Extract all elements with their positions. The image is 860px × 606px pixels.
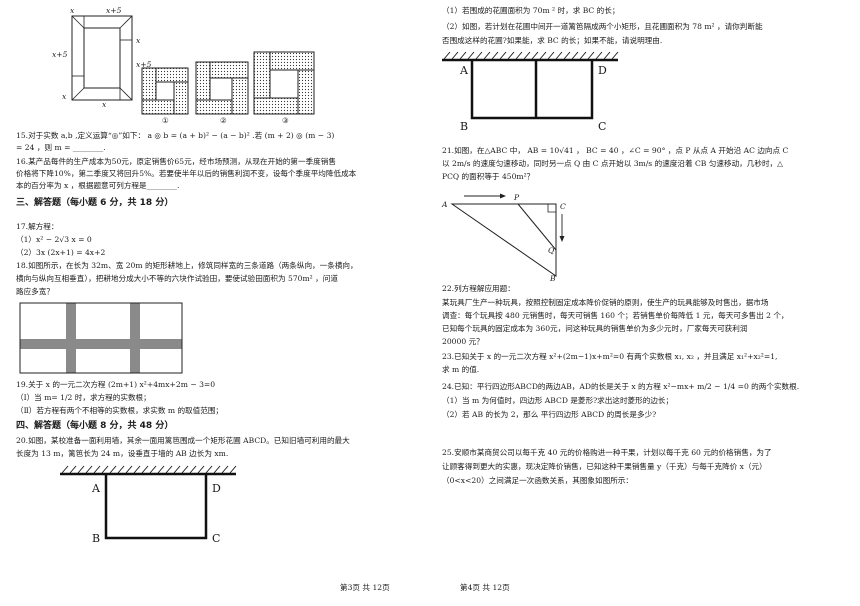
dim-x-right: x bbox=[136, 36, 141, 45]
q15-line1: 15.对于实数 a,b ,定义运算“◎”如下： a ◎ b = (a + b)²… bbox=[16, 131, 335, 140]
dim-x-left-bottom: x bbox=[62, 92, 67, 101]
fig20b-label-c: C bbox=[598, 120, 607, 133]
q22-line3: 已知每个玩具的固定成本为 360元，问这种玩具的销售单价为多少元时，厂家每天可获… bbox=[442, 324, 748, 333]
page-footer-left: 第3页 共 12页 bbox=[340, 583, 390, 592]
dim-x-top-left: x bbox=[70, 6, 75, 15]
q22-line1: 某玩具厂生产一种玩具，按照控制固定成本降价促销的原则，使生产的玩具能够及时售出，… bbox=[442, 298, 769, 307]
fig21-label-b: B bbox=[550, 274, 556, 283]
q17-part2: （2）3x (2x+1) = 4x+2 bbox=[16, 248, 106, 257]
square-figure bbox=[71, 15, 133, 101]
dim-x5-right: x+5 bbox=[136, 60, 152, 69]
dim-x5-top: x+5 bbox=[106, 6, 122, 15]
q16-line2: 价格将下降10%，第二季度又将回升5%。若要使半年以后的销售利润不变，设每个季度… bbox=[16, 169, 357, 178]
q24-part2: （2）若 AB 的长为 2，那么 平行四边形 ABCD 的周长是多少? bbox=[442, 410, 657, 419]
triangle-figure bbox=[450, 193, 565, 277]
grid-figures bbox=[141, 51, 315, 115]
q24-line1: 24.已知：平行四边形ABCD的两边AB，AD的长是关于 x 的方程 x²−mx… bbox=[442, 382, 800, 391]
fig20b-label-b: B bbox=[460, 120, 469, 133]
q22-line4: 20000 元？ bbox=[442, 337, 484, 346]
q22-line2: 调查：每个玩具按 480 元销售时，每天可销售 160 个；若销售单价每降低 1… bbox=[442, 311, 789, 320]
q19-part1: （Ⅰ）当 m= 1/2 时，求方程的实数根； bbox=[16, 393, 151, 402]
q18-line3: 路应多宽？ bbox=[16, 287, 54, 296]
fig20b-label-a: A bbox=[460, 64, 468, 77]
q23-line1: 23.已知关于 x 的一元二次方程 x²+(2m−1)x+m²=0 有两个实数根… bbox=[442, 352, 778, 361]
q20-part1: （1）若围成的花圃面积为 70m ² 时，求 BC 的长； bbox=[442, 6, 620, 15]
q23-line2: 求 m 的值. bbox=[442, 365, 480, 374]
dim-x5-left: x+5 bbox=[52, 50, 68, 59]
q21-line2: 以 2m/s 的速度匀速移动，同时另一点 Q 由 C 点开始以 3m/s 的速度… bbox=[442, 159, 783, 168]
fig20-label-b: B bbox=[92, 532, 101, 545]
q25-line2: 让顾客得到更大的实惠，现决定降价销售，已知这种干果销售量 y（千克）与每千克降价… bbox=[442, 462, 767, 471]
page-footer-right: 第4页 共 12页 bbox=[460, 583, 510, 592]
fig-label-3: ③ bbox=[282, 116, 289, 125]
q17-part1: （1）x² − 2√3 x = 0 bbox=[16, 235, 92, 244]
q21-line3: PCQ 的面积等于 450m²？ bbox=[442, 172, 535, 181]
section-3-heading: 三、解答题（每小题 6 分，共 18 分） bbox=[16, 198, 174, 208]
section-4-heading: 四、解答题（每小题 8 分，共 48 分） bbox=[16, 421, 174, 431]
q20-part2-line2: 否围成这样的花圃?如果能，求 BC 的长；如果不能，请说明理由. bbox=[442, 36, 663, 45]
q18-line1: 18.如图所示，在长为 32m、宽 20m 的矩形耕地上，修筑同样宽的三条道路（… bbox=[16, 261, 358, 270]
fig21-label-p: P bbox=[514, 193, 520, 202]
fig-label-1: ① bbox=[162, 116, 169, 125]
dim-x-bottom: x bbox=[102, 100, 107, 109]
q21-line1: 21.如图，在△ABC 中， AB = 10√41 ， BC = 40 ，∠C … bbox=[442, 146, 789, 155]
fig20-label-c: C bbox=[212, 532, 221, 545]
q25-line1: 25.安顺市某商贸公司以每千克 40 元的价格购进一种干果，计划以每千克 60 … bbox=[442, 448, 772, 457]
q16-line1: 16.某产品每件的生产成本为50元，原定销售价65元，经市场预测，从现在开始的第… bbox=[16, 157, 336, 166]
fig20b-label-d: D bbox=[598, 64, 607, 77]
q20-line2: 长度为 13 m，篱笆长为 24 m，设垂直于墙的 AB 边长为 xm. bbox=[16, 449, 229, 458]
q24-part1: （1）当 m 为何值时，四边形 ABCD 是菱形?求出这时菱形的边长； bbox=[442, 396, 674, 405]
q19-part2: （Ⅱ）若方程有两个不相等的实数根，求实数 m 的取值范围； bbox=[16, 406, 224, 415]
q20-line1: 20.如图，某校准备一面利用墙，其余一面用篱笆围成一个矩形花圃 ABCD。已知旧… bbox=[16, 436, 350, 445]
field-roads-figure bbox=[19, 302, 183, 374]
q15-line2: = 24 ，则 m = ________. bbox=[16, 143, 106, 152]
fig21-label-c: C bbox=[560, 202, 566, 211]
left-page: x x+5 x+5 x x+5 x x ① ② ③ 15.对于 bbox=[12, 0, 422, 606]
q16-line3: 本的百分率为 x ，根据题意可列方程是________. bbox=[16, 181, 180, 190]
q22-title: 22.列方程解应用题： bbox=[442, 284, 515, 293]
fig21-label-q: Q bbox=[548, 246, 555, 255]
fig20-label-a: A bbox=[92, 482, 100, 495]
q20-part2-line1: （2）如图，若计划在花圃中间开一道篱笆隔成两个小矩形，且花圃面积为 78 m² … bbox=[442, 22, 763, 31]
garden-figure-left bbox=[60, 465, 237, 540]
q25-line3: （0<x<20）之间满足一次函数关系，其图象如图所示： bbox=[442, 476, 633, 485]
garden-figure-right bbox=[442, 51, 619, 120]
q18-line2: 横向与纵向互相垂直），把耕地分成大小不等的六块作试验田，要使试验田面积为 570… bbox=[16, 274, 338, 283]
fig20-label-d: D bbox=[212, 482, 221, 495]
fig21-label-a: A bbox=[442, 200, 448, 209]
q19-title: 19.关于 x 的一元二次方程 (2m+1) x²+4mx+2m − 3=0 bbox=[16, 380, 216, 389]
right-page: （1）若围成的花圃面积为 70m ² 时，求 BC 的长； （2）如图，若计划在… bbox=[438, 0, 848, 606]
q17-title: 17.解方程： bbox=[16, 222, 59, 231]
fig-label-2: ② bbox=[220, 116, 227, 125]
